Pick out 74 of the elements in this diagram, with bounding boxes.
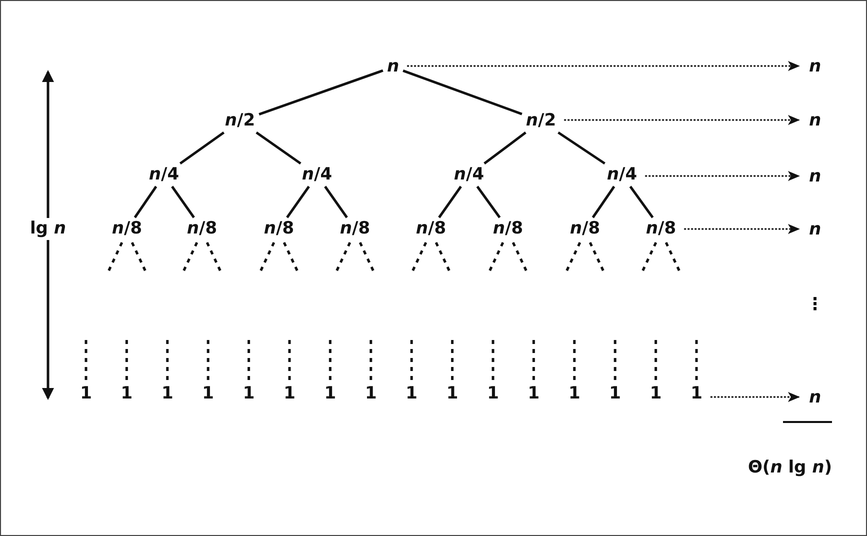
- subproblem-cost: n/8: [644, 220, 678, 238]
- leaf-cost: 1: [118, 384, 135, 404]
- level-sum: n: [806, 168, 824, 186]
- leaf-cost: 1: [485, 384, 501, 404]
- dashed-branch: [573, 340, 576, 382]
- leaf-cost: 1: [648, 384, 664, 404]
- subproblem-cost: n/8: [490, 220, 526, 238]
- dashed-branch: [125, 340, 128, 382]
- leaf-cost: 1: [200, 384, 216, 404]
- tree-edge: [286, 186, 310, 218]
- leaf-cost: 1: [526, 384, 542, 404]
- subproblem-cost: n/4: [452, 166, 486, 184]
- tree-edge: [134, 186, 158, 218]
- dashed-branch: [695, 340, 698, 382]
- subproblem-cost: n/8: [414, 220, 448, 238]
- tree-edge: [171, 186, 195, 218]
- level-sum: n: [806, 220, 824, 240]
- subproblem-cost: n/4: [604, 166, 640, 184]
- dashed-branch: [84, 340, 88, 382]
- dashed-branch: [370, 340, 372, 382]
- leaf-cost: 1: [78, 384, 94, 404]
- leaf-cost: 1: [240, 384, 257, 404]
- leaf-cost: 1: [444, 384, 460, 404]
- dashed-branch: [288, 340, 291, 382]
- tree-edge: [258, 69, 384, 116]
- tree-edge: [179, 131, 225, 165]
- leaf-cost: 1: [322, 384, 338, 404]
- dashed-branch: [654, 340, 658, 382]
- leaf-cost: 1: [566, 384, 582, 404]
- subproblem-cost: n/2: [222, 112, 258, 130]
- subproblem-cost: n/4: [146, 166, 182, 184]
- dashed-branch: [532, 340, 535, 382]
- height-label: lg n: [28, 220, 68, 238]
- dashed-branch: [492, 340, 494, 382]
- leaf-cost: 1: [362, 384, 379, 404]
- dashed-branch: [166, 340, 169, 382]
- subproblem-cost: n/8: [262, 220, 296, 238]
- dotted-arrow: [564, 115, 800, 125]
- dashed-branch: [328, 340, 332, 382]
- subproblem-cost: n: [384, 58, 402, 76]
- dashed-branch: [206, 340, 210, 382]
- subproblem-cost: n/8: [338, 220, 372, 238]
- subproblem-cost: n/8: [184, 220, 220, 238]
- dotted-arrow: [645, 171, 800, 181]
- dotted-arrow: [407, 61, 800, 71]
- subproblem-cost: n/2: [524, 112, 558, 130]
- tree-edge: [438, 186, 462, 218]
- dashed-branch: [248, 340, 250, 382]
- leaf-cost: 1: [404, 384, 420, 404]
- subproblem-cost: n/4: [300, 166, 334, 184]
- level-sum: n: [806, 58, 824, 76]
- level-sum: n: [806, 388, 824, 408]
- leaf-cost: 1: [282, 384, 298, 404]
- level-sum: n: [806, 112, 824, 130]
- tree-edge: [484, 132, 526, 164]
- tree-edge: [558, 131, 606, 165]
- tree-edge: [592, 186, 616, 218]
- leaf-cost: 1: [688, 384, 704, 404]
- leaf-cost: 1: [159, 384, 176, 404]
- dotted-arrow: [684, 224, 800, 234]
- subproblem-cost: n/8: [110, 220, 144, 238]
- tree-edge: [256, 131, 302, 165]
- tree-edge: [402, 70, 522, 116]
- leaf-cost: 1: [607, 384, 624, 404]
- subproblem-cost: n/8: [568, 220, 602, 238]
- dashed-branch: [451, 340, 454, 382]
- dotted-arrow: [710, 392, 800, 402]
- total-cost: Θ(n lg n): [746, 458, 834, 478]
- dashed-branch: [410, 340, 413, 382]
- dashed-branch: [614, 340, 616, 382]
- ellipsis: ⋮: [806, 296, 824, 314]
- tree-edge: [629, 186, 654, 218]
- tree-edge: [476, 186, 501, 218]
- tree-edge: [324, 186, 348, 218]
